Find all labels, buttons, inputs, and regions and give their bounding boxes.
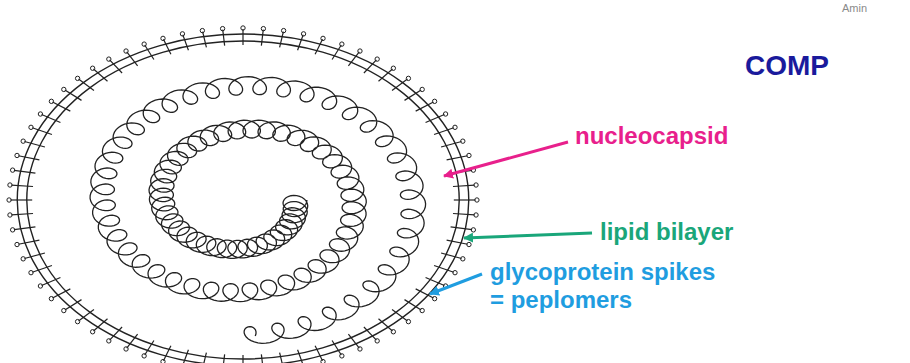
spike: [280, 353, 284, 363]
spike-knob: [161, 36, 165, 40]
spike-knob: [475, 198, 479, 202]
spike-knob: [241, 26, 245, 30]
spike-knob: [443, 112, 447, 116]
spike-knob: [21, 139, 25, 143]
spike-knob: [301, 32, 305, 36]
spike-knob: [124, 49, 128, 53]
spike-knob: [406, 76, 410, 80]
spike-knob: [220, 26, 224, 30]
spike-knob: [75, 76, 79, 80]
envelope-inner: [27, 41, 459, 359]
spike: [453, 214, 475, 215]
spike-knob: [29, 270, 33, 274]
spike-knob: [358, 49, 362, 53]
spike-knob: [62, 308, 66, 312]
spike: [261, 30, 263, 46]
spike-knob: [391, 330, 395, 334]
spike-knob: [406, 319, 410, 323]
envelope-outer: [17, 34, 469, 363]
spike: [183, 35, 189, 50]
spike-knob: [281, 28, 285, 32]
spike-knob: [467, 242, 471, 246]
spike-knob: [474, 183, 478, 187]
spike-knob: [391, 66, 395, 70]
spike: [14, 170, 35, 173]
glycoprotein-spikes: [7, 26, 479, 363]
spike: [280, 32, 284, 48]
spike-knob: [142, 354, 146, 358]
leader-arrow: [464, 233, 592, 238]
spike-knob: [420, 87, 424, 91]
spike-knob: [21, 257, 25, 261]
spike-knob: [340, 354, 344, 358]
spike-knob: [90, 330, 94, 334]
spike: [453, 185, 475, 186]
spike-knob: [340, 42, 344, 46]
spike: [203, 32, 207, 48]
spike-knob: [75, 319, 79, 323]
spike-knob: [432, 99, 436, 103]
spike: [223, 30, 225, 46]
spike-knob: [38, 112, 42, 116]
spike: [298, 35, 304, 50]
leader-arrow: [444, 142, 568, 176]
spike-knob: [38, 284, 42, 288]
spike-knob: [15, 242, 19, 246]
spike-knob: [474, 213, 478, 217]
spike: [11, 214, 33, 215]
spike-knob: [467, 153, 471, 157]
spike: [203, 353, 207, 363]
spike-knob: [432, 296, 436, 300]
spike-knob: [29, 125, 33, 129]
spike-knob: [161, 359, 165, 363]
spike-knob: [200, 28, 204, 32]
spike: [454, 199, 476, 200]
spike-knob: [49, 296, 53, 300]
spike: [242, 29, 243, 45]
part-label: glycoprotein spikes = peplomers: [490, 258, 725, 313]
spike-knob: [90, 66, 94, 70]
spike-knob: [180, 32, 184, 36]
title-text: COMP: [745, 50, 829, 82]
spike: [451, 227, 472, 230]
spike-knob: [321, 36, 325, 40]
spike-knob: [461, 139, 465, 143]
spike-knob: [10, 228, 14, 232]
part-label: lipid bilayer: [600, 218, 733, 246]
spike-knob: [358, 347, 362, 351]
spike: [18, 240, 39, 244]
spike-knob: [107, 339, 111, 343]
spike-knob: [142, 42, 146, 46]
spike: [18, 156, 39, 160]
spike-knob: [107, 57, 111, 61]
spike: [14, 227, 35, 230]
nucleocapsid-coil: [90, 77, 426, 344]
part-label: nucleocapsid: [575, 122, 728, 150]
spike-knob: [453, 125, 457, 129]
spike-knob: [7, 198, 11, 202]
spike-knob: [321, 359, 325, 363]
corner-note: Amin: [842, 2, 867, 15]
spike-knob: [8, 213, 12, 217]
spike: [11, 185, 33, 186]
spike: [447, 156, 468, 160]
spike-knob: [124, 347, 128, 351]
spike-knob: [49, 99, 53, 103]
spike-knob: [453, 270, 457, 274]
spike: [10, 199, 32, 200]
spike-knob: [375, 339, 379, 343]
spike-knob: [375, 57, 379, 61]
spike-knob: [10, 168, 14, 172]
spike-knob: [15, 153, 19, 157]
spike-knob: [471, 228, 475, 232]
spike-knob: [8, 183, 12, 187]
spike-knob: [62, 87, 66, 91]
spike-knob: [420, 308, 424, 312]
virion: [7, 26, 479, 363]
leader-arrow: [430, 274, 482, 294]
spike-knob: [261, 26, 265, 30]
spike-knob: [461, 257, 465, 261]
spike: [447, 240, 468, 244]
